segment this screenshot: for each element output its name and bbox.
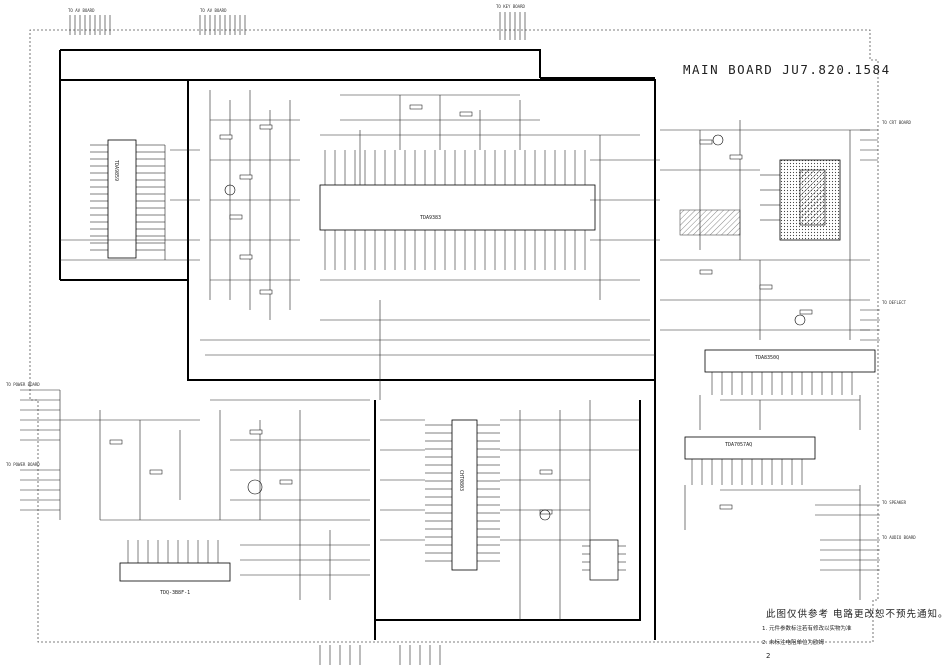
note-line-1: 此图仅供参考 电路更改恕不预先通知。 bbox=[766, 609, 949, 620]
note-line-4: 2 bbox=[766, 652, 771, 660]
note-line-3: 2. 未标注电阻单位为欧姆 bbox=[762, 640, 824, 646]
connector-label-right-2: TO DEFLECT bbox=[882, 300, 907, 305]
components bbox=[109, 104, 813, 515]
note-line-2: 1. 元件参数标注若有修改以实物为准 bbox=[762, 626, 852, 632]
audio-amp-ic bbox=[684, 436, 816, 485]
main-ic-label: TDA9383 bbox=[420, 215, 442, 221]
connector-label-top-3: TO KEY BOARD bbox=[496, 4, 525, 9]
connector-label-right-3: TO SPEAKER bbox=[882, 500, 907, 505]
micro-ic-label: CHT0803 bbox=[458, 470, 464, 492]
connector-label-right-4: TO AUDIO BOARD bbox=[882, 535, 916, 540]
vertical-ic bbox=[704, 349, 876, 395]
connector-label-top-2: TO AV BOARD bbox=[200, 8, 227, 13]
audio-amp-ic-label: TDA7057AQ bbox=[725, 442, 753, 448]
micro-ic bbox=[425, 419, 500, 571]
flyback-transformer bbox=[679, 159, 841, 241]
heavy-bus-lines bbox=[59, 49, 656, 640]
connector-label-left-2: TO POWER BOARD bbox=[6, 462, 40, 467]
board-title: MAIN BOARD JU7.820.1584 bbox=[683, 62, 891, 77]
connector-label-right-1: TO CRT BOARD bbox=[882, 120, 911, 125]
board-outline bbox=[29, 29, 879, 643]
main-ic-tda9383 bbox=[319, 150, 596, 270]
circuit-wiring bbox=[20, 12, 880, 665]
audio-proc-ic-label: TDA9859 bbox=[113, 160, 119, 182]
small-ic-lower bbox=[582, 539, 626, 581]
transistors bbox=[224, 134, 806, 521]
tuner-module bbox=[119, 540, 231, 582]
audio-proc-ic bbox=[90, 139, 165, 259]
tuner-label: TDQ-3B8F-1 bbox=[160, 590, 191, 596]
vertical-ic-label: TDA8350Q bbox=[755, 355, 780, 361]
connector-label-left-1: TO POWER BOARD bbox=[6, 382, 40, 387]
connector-label-top-1: TO AV BOARD bbox=[68, 8, 95, 13]
